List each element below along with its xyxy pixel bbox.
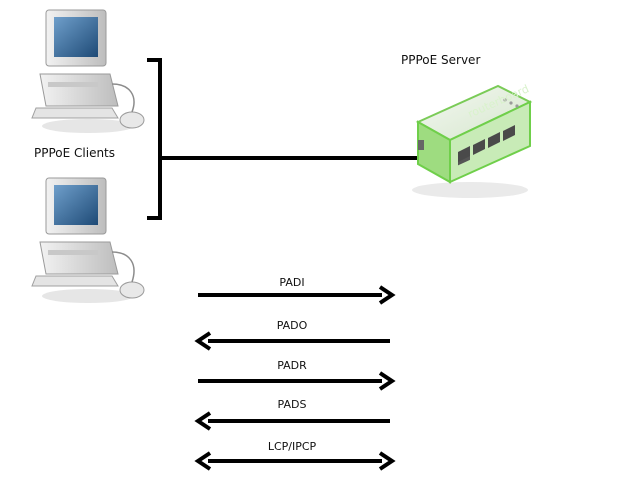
router-server-icon	[412, 84, 533, 198]
network-connection	[147, 58, 440, 220]
client-bracket	[147, 58, 162, 220]
msg-label-lcp-ipcp: LCP/IPCP	[267, 440, 317, 453]
msg-label-padi: PADI	[279, 276, 305, 289]
clients-label: PPPoE Clients	[34, 146, 116, 160]
client-computer-2-icon	[31, 177, 145, 303]
client-computer-1-icon	[31, 9, 145, 133]
server-label: PPPoE Server	[401, 53, 481, 67]
message-arrows	[194, 285, 396, 471]
msg-label-padr: PADR	[277, 359, 307, 372]
arrow-pado	[194, 331, 390, 351]
arrow-lcp-ipcp	[194, 451, 396, 471]
arrow-padr	[198, 371, 396, 391]
arrow-pads	[194, 411, 390, 431]
arrow-padi	[198, 285, 396, 305]
msg-label-pads: PADS	[277, 398, 307, 411]
msg-label-pado: PADO	[276, 319, 308, 332]
